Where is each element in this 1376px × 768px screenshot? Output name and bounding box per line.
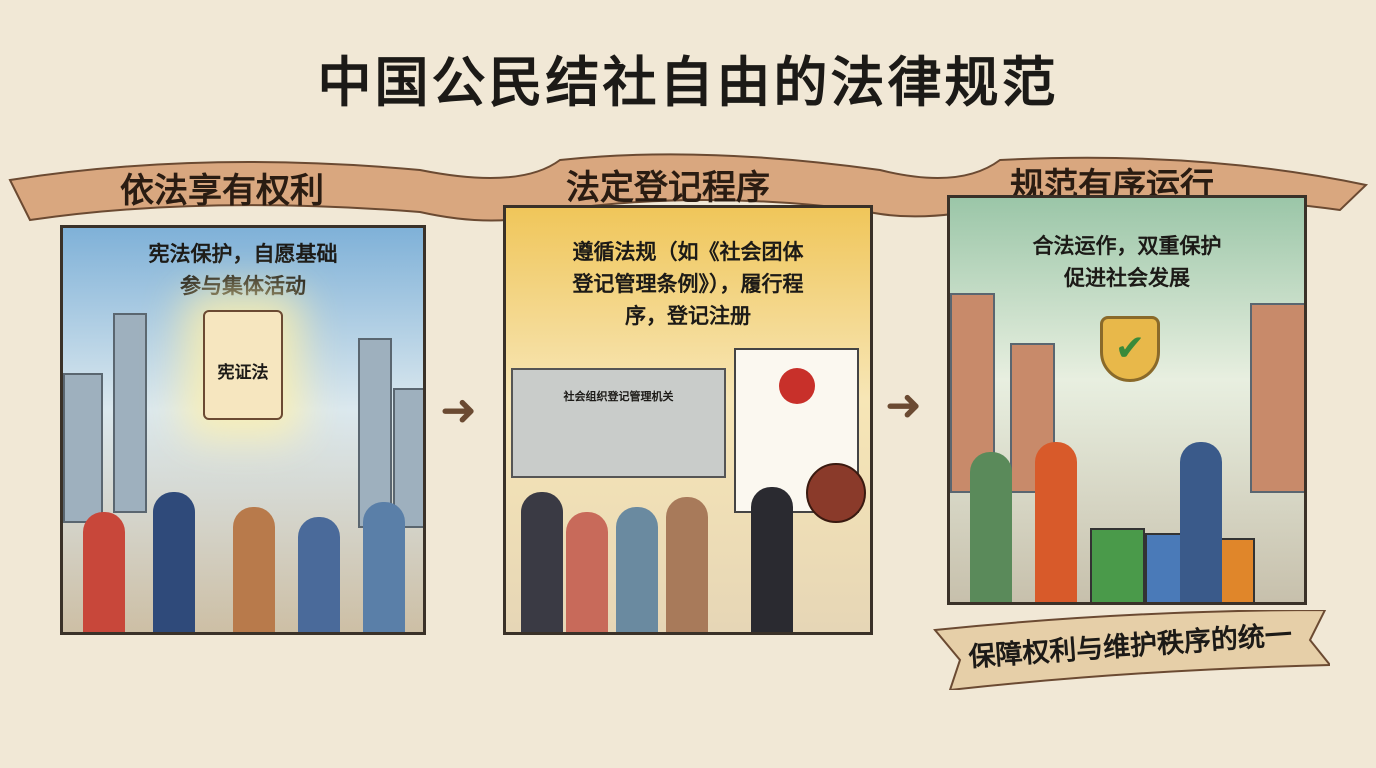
- building: [63, 373, 103, 523]
- page-title: 中国公民结社自由的法律规范: [317, 51, 1059, 114]
- national-emblem-icon: [778, 368, 815, 404]
- arrow-right-icon: ➜: [440, 385, 477, 436]
- skyscraper: [358, 338, 392, 528]
- seal-stamp-icon: [806, 463, 866, 523]
- step1-heading: 依法享有权利: [120, 171, 324, 211]
- constitution-scroll: 宪证法: [203, 310, 283, 420]
- skyscraper: [113, 313, 147, 513]
- government-building: 社会组织登记管理机关: [511, 368, 726, 478]
- arrow-right-icon: ➜: [885, 380, 922, 431]
- conclusion-ribbon: [933, 610, 1330, 690]
- panel2-caption: 遵循法规（如《社会团体 登记管理条例》），履行程 序，登记注册: [572, 240, 804, 328]
- step2-heading: 法定登记程序: [566, 168, 770, 208]
- panel3-caption: 合法运作，双重保护 促进社会发展: [1032, 234, 1222, 290]
- building: [1250, 303, 1304, 493]
- panel-rights: 宪法保护，自愿基础 参与集体活动 宪证法: [60, 225, 426, 635]
- building-sign: 社会组织登记管理机关: [563, 390, 674, 403]
- recycle-bin-green: [1090, 528, 1145, 602]
- panel-registration: 遵循法规（如《社会团体 登记管理条例》），履行程 序，登记注册 社会组织登记管理…: [503, 205, 873, 635]
- building: [393, 388, 423, 528]
- shield-check-icon: ✔: [1100, 316, 1160, 382]
- panel-operation: 合法运作，双重保护 促进社会发展 ✔: [947, 195, 1307, 605]
- panel1-caption: 宪法保护，自愿基础 参与集体活动: [148, 242, 338, 298]
